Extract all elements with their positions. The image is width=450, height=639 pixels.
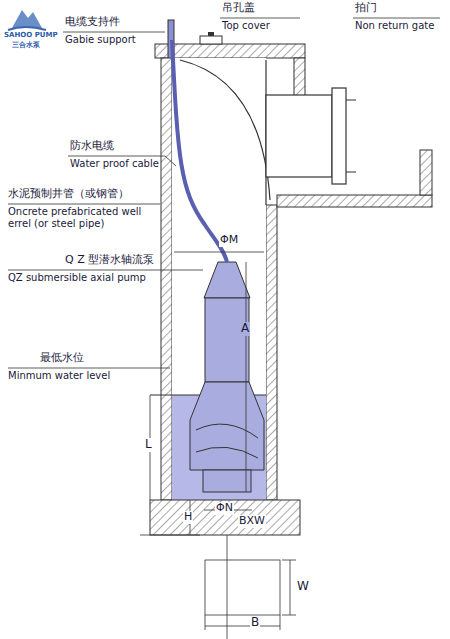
- dimension: H: [183, 511, 193, 524]
- dimension: BXW: [238, 515, 266, 528]
- part-name: 拍门: [355, 2, 377, 15]
- dimension: W: [296, 580, 310, 594]
- part-name: 防水电缆: [70, 140, 114, 153]
- well-wall-right: [266, 205, 277, 500]
- outlet-slab: [277, 195, 432, 207]
- logo-text: 三合水泵: [12, 41, 40, 49]
- part-name: Q Z 型潜水轴流泵: [65, 254, 154, 267]
- top-slab: [155, 44, 305, 58]
- part-name: Non return gate: [355, 20, 434, 32]
- part-name: 水泥预制井管（或钢管）: [8, 188, 129, 201]
- logo: [8, 10, 46, 30]
- part-name: 电缆支持件: [65, 16, 120, 29]
- top-cover: [200, 36, 222, 44]
- leader-lines: [8, 18, 440, 368]
- part-name: Water proof cable: [70, 158, 159, 170]
- waterproof-cable: [172, 40, 227, 262]
- part-name: 吊孔盖: [222, 2, 255, 15]
- non-return-gate: [332, 88, 346, 184]
- bottom-slab: [150, 500, 300, 535]
- part-name: Minmum water level: [8, 370, 110, 382]
- submersible-axial-pump: [190, 262, 264, 492]
- part-name: Top cover: [222, 20, 270, 32]
- part-name: 最低水位: [40, 352, 84, 365]
- dimension: L: [144, 438, 153, 452]
- logo-text: SAHOO PUMP: [4, 31, 58, 39]
- elbow-pipe: [180, 60, 270, 200]
- outlet-pipe: [266, 95, 332, 177]
- well-wall-left: [161, 58, 172, 500]
- dimension: B: [250, 616, 260, 630]
- dimension: ΦM: [219, 234, 239, 247]
- dimension: A: [240, 322, 250, 336]
- part-name: Gabie support: [65, 34, 136, 46]
- dimension: ΦN: [215, 502, 234, 515]
- part-name: Oncrete prefabricated well errel (or ste…: [8, 206, 158, 229]
- dimension-lines: [140, 252, 296, 639]
- part-name: QZ submersible axial pump: [8, 272, 146, 284]
